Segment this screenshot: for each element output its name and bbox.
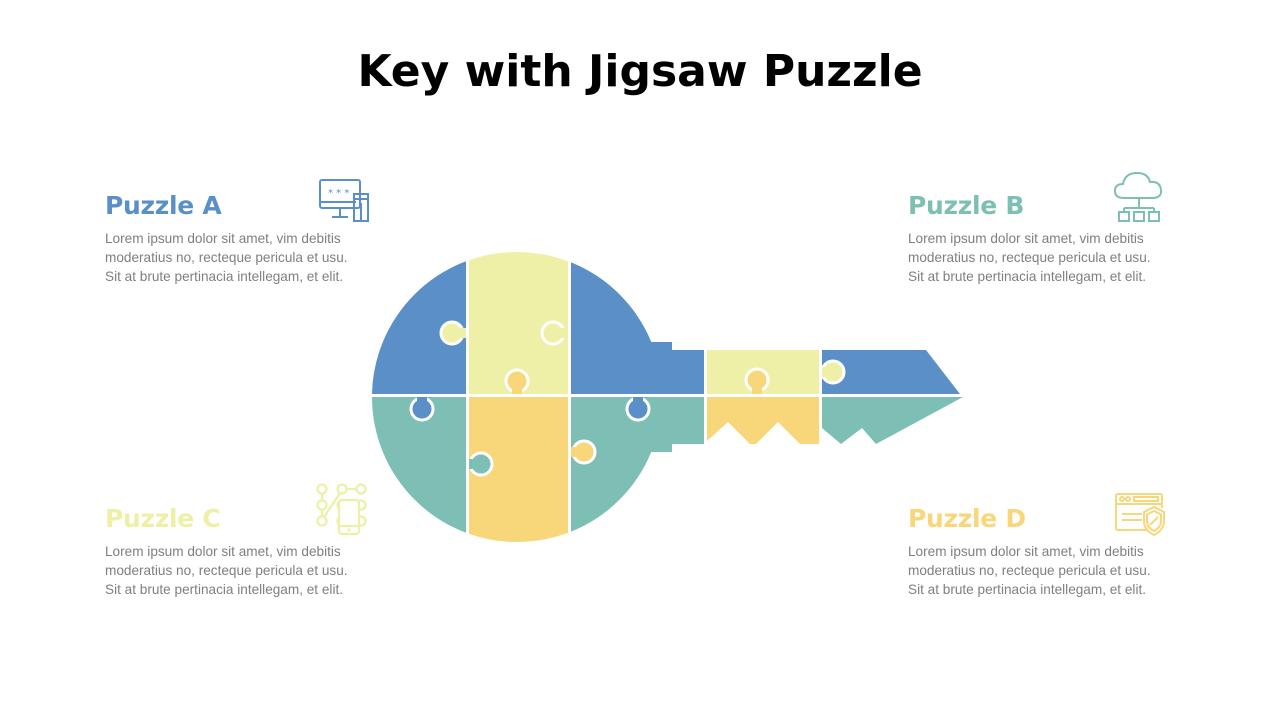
puzzle-b-description: Lorem ipsum dolor sit amet, vim debitis …	[908, 231, 1151, 284]
puzzle-d-heading: Puzzle D	[908, 504, 1026, 533]
puzzle-a-heading: Puzzle A	[105, 191, 222, 220]
key-shaft	[700, 345, 970, 450]
puzzle-a-description: Lorem ipsum dolor sit amet, vim debitis …	[105, 231, 348, 284]
key-head	[360, 240, 706, 550]
monitor-password-icon: * * *	[319, 179, 369, 222]
puzzle-a-block: Puzzle A Lorem ipsum dolor sit amet, vim…	[105, 191, 385, 286]
page-title: Key with Jigsaw Puzzle	[357, 46, 923, 97]
puzzle-c-description: Lorem ipsum dolor sit amet, vim debitis …	[105, 544, 348, 597]
browser-shield-icon	[1115, 493, 1165, 537]
puzzle-c-block: Puzzle C Lorem ipsum dolor sit amet, vim…	[105, 504, 385, 599]
key-shaft-tip-top-piece	[822, 350, 960, 394]
puzzle-d-block: Puzzle D Lorem ipsum dolor sit amet, vim…	[908, 504, 1188, 599]
key-shaft-tip-bottom-piece	[822, 397, 963, 444]
key-shaft-middle-bottom-piece	[707, 397, 819, 444]
cloud-network-icon	[1113, 171, 1163, 222]
phone-pattern-lock-icon	[316, 483, 367, 536]
puzzle-d-description: Lorem ipsum dolor sit amet, vim debitis …	[908, 544, 1151, 597]
svg-text:* * *: * * *	[328, 188, 349, 199]
puzzle-b-block: Puzzle B Lorem ipsum dolor sit amet, vim…	[908, 191, 1188, 286]
puzzle-c-heading: Puzzle C	[105, 504, 221, 533]
puzzle-b-heading: Puzzle B	[908, 191, 1025, 220]
